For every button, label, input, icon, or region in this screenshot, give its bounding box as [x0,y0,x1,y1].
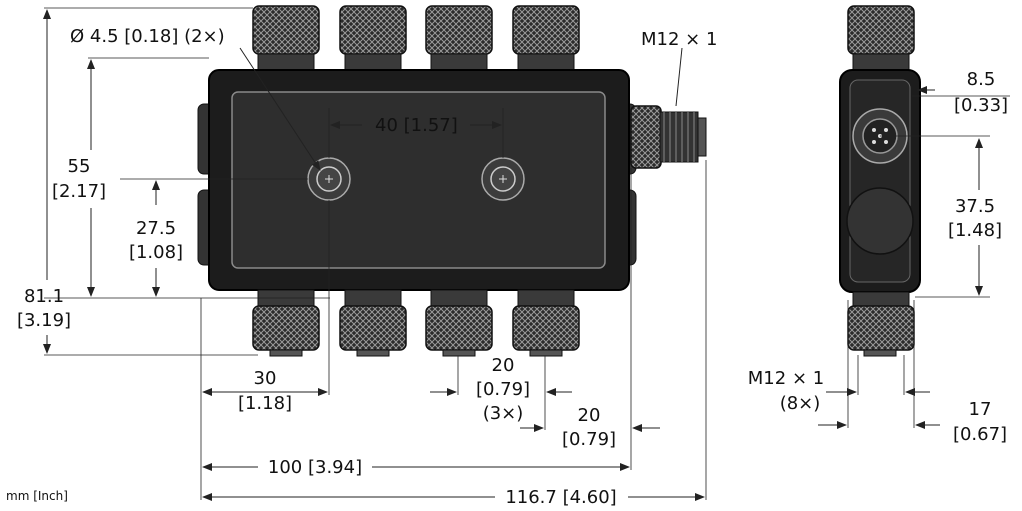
pitch-20-count: (3×) [483,403,524,424]
front-dimensions [43,7,707,501]
dist-30-in: [1.18] [238,393,292,414]
mounting-hole-left [307,157,351,201]
male-thread-label: M12 × 1 [641,29,717,50]
bottom-connector-1 [252,289,320,357]
top-connector-3 [425,5,493,71]
front-view [197,5,707,357]
top-connector-1 [252,5,320,71]
side-labels: 8.5 [0.33] 37.5 [1.48] M12 × 1 (8×) 17 [… [748,69,1008,445]
bottom-connector-3 [425,289,493,357]
height-81-mm: 81.1 [24,286,64,307]
pitch-20-in: [0.79] [476,379,530,400]
width-116-label: 116.7 [4.60] [505,487,616,508]
hole-spacing-label: 40 [1.57] [375,115,458,136]
d-8-5-mm: 8.5 [967,69,996,90]
side-dimensions [818,86,1010,429]
housing-lid [231,91,606,269]
side-view [839,5,921,357]
d-37-5-in: [1.48] [948,220,1002,241]
top-connector-2 [339,5,407,71]
d-37-5-mm: 37.5 [955,196,995,217]
m12-male-connector [630,105,707,169]
dist-30-mm: 30 [254,368,277,389]
side-thread-count: (8×) [780,393,821,414]
pitch-20-mm: 20 [492,355,515,376]
height-27-in: [1.08] [129,242,183,263]
width-100-label: 100 [3.94] [268,457,362,478]
last-20-in: [0.79] [562,429,616,450]
d-17-mm: 17 [969,399,992,420]
last-20-mm: 20 [578,405,601,426]
bottom-connector-4 [512,289,580,357]
units-note: mm [Inch] [6,489,68,503]
hole-diameter-label: Ø 4.5 [0.18] (2×) [70,26,225,47]
height-27-mm: 27.5 [136,218,176,239]
side-thread-label: M12 × 1 [748,368,824,389]
top-connector-4 [512,5,580,71]
height-81-in: [3.19] [17,310,71,331]
side-top-connector [847,5,915,71]
bottom-connector-2 [339,289,407,357]
front-labels: Ø 4.5 [0.18] (2×) 40 [1.57] M12 × 1 55 [… [6,26,717,508]
mounting-hole-right [481,157,525,201]
height-55-in: [2.17] [52,181,106,202]
height-55-mm: 55 [68,156,91,177]
d-17-in: [0.67] [953,424,1007,445]
d-8-5-in: [0.33] [954,95,1008,116]
side-blind-cap [846,187,914,255]
side-bottom-connector [847,291,915,357]
